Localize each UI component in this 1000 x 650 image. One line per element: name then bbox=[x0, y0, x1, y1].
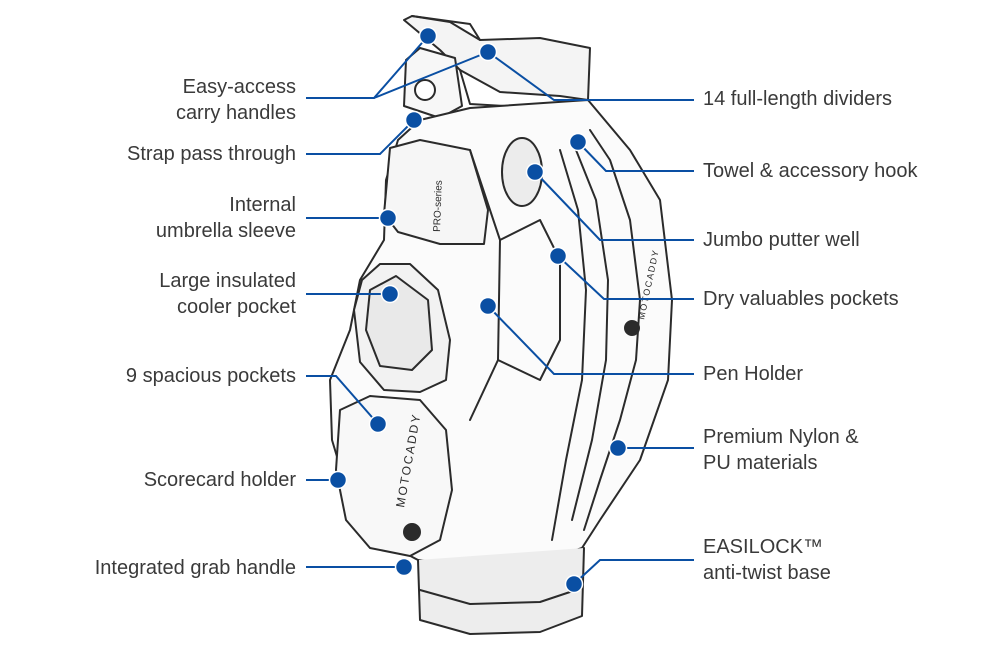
marker-dot-grab-handle bbox=[394, 557, 414, 577]
leader-pen-holder bbox=[487, 305, 694, 375]
marker-dot-carry-handles-b bbox=[478, 42, 498, 62]
marker-dot-cooler-pocket bbox=[380, 284, 400, 304]
series-text: PRO-series bbox=[432, 180, 445, 232]
label-spacious-pockets: 9 spacious pockets bbox=[125, 365, 296, 387]
leader-easilock-base bbox=[573, 559, 694, 585]
leader-valuables-pockets bbox=[557, 255, 694, 300]
label-dividers: 14 full-length dividers bbox=[703, 88, 892, 110]
marker-dot-spacious-pockets bbox=[368, 414, 388, 434]
label-cooler-pocket: Large insulated cooler pocket bbox=[159, 270, 296, 318]
label-umbrella-sleeve: Internal umbrella sleeve bbox=[155, 194, 296, 242]
marker-dot-carry-handles-a bbox=[418, 26, 438, 46]
marker-dots bbox=[328, 26, 628, 594]
marker-dot-towel-hook bbox=[568, 132, 588, 152]
leader-carry-handles-b bbox=[373, 51, 489, 99]
label-towel-hook: Towel & accessory hook bbox=[703, 160, 918, 182]
label-valuables-pockets: Dry valuables pockets bbox=[703, 288, 899, 310]
leader-towel-hook bbox=[577, 141, 694, 172]
golf-bag-illustration bbox=[329, 15, 673, 635]
marker-dot-umbrella-sleeve bbox=[378, 208, 398, 228]
marker-dot-strap-pass-through bbox=[404, 110, 424, 130]
marker-dot-valuables-pockets bbox=[548, 246, 568, 266]
leader-strap-pass-through bbox=[306, 119, 415, 155]
label-carry-handles: Easy-access carry handles bbox=[175, 76, 296, 124]
leader-putter-well bbox=[534, 171, 694, 241]
leader-dividers bbox=[487, 51, 694, 101]
label-scorecard-holder: Scorecard holder bbox=[143, 469, 296, 491]
label-pen-holder: Pen Holder bbox=[703, 363, 804, 385]
marker-dot-scorecard-holder bbox=[328, 470, 348, 490]
label-materials: Premium Nylon & PU materials bbox=[703, 426, 859, 474]
label-strap-pass-through: Strap pass through bbox=[127, 143, 296, 165]
marker-dot-putter-well bbox=[525, 162, 545, 182]
label-putter-well: Jumbo putter well bbox=[703, 229, 860, 251]
marker-dot-pen-holder bbox=[478, 296, 498, 316]
label-grab-handle: Integrated grab handle bbox=[94, 557, 296, 579]
label-easilock-base: EASILOCK™ anti-twist base bbox=[703, 536, 831, 584]
marker-dot-materials bbox=[608, 438, 628, 458]
leader-spacious-pockets bbox=[306, 375, 379, 425]
leader-lines bbox=[306, 35, 694, 585]
marker-dot-easilock-base bbox=[564, 574, 584, 594]
